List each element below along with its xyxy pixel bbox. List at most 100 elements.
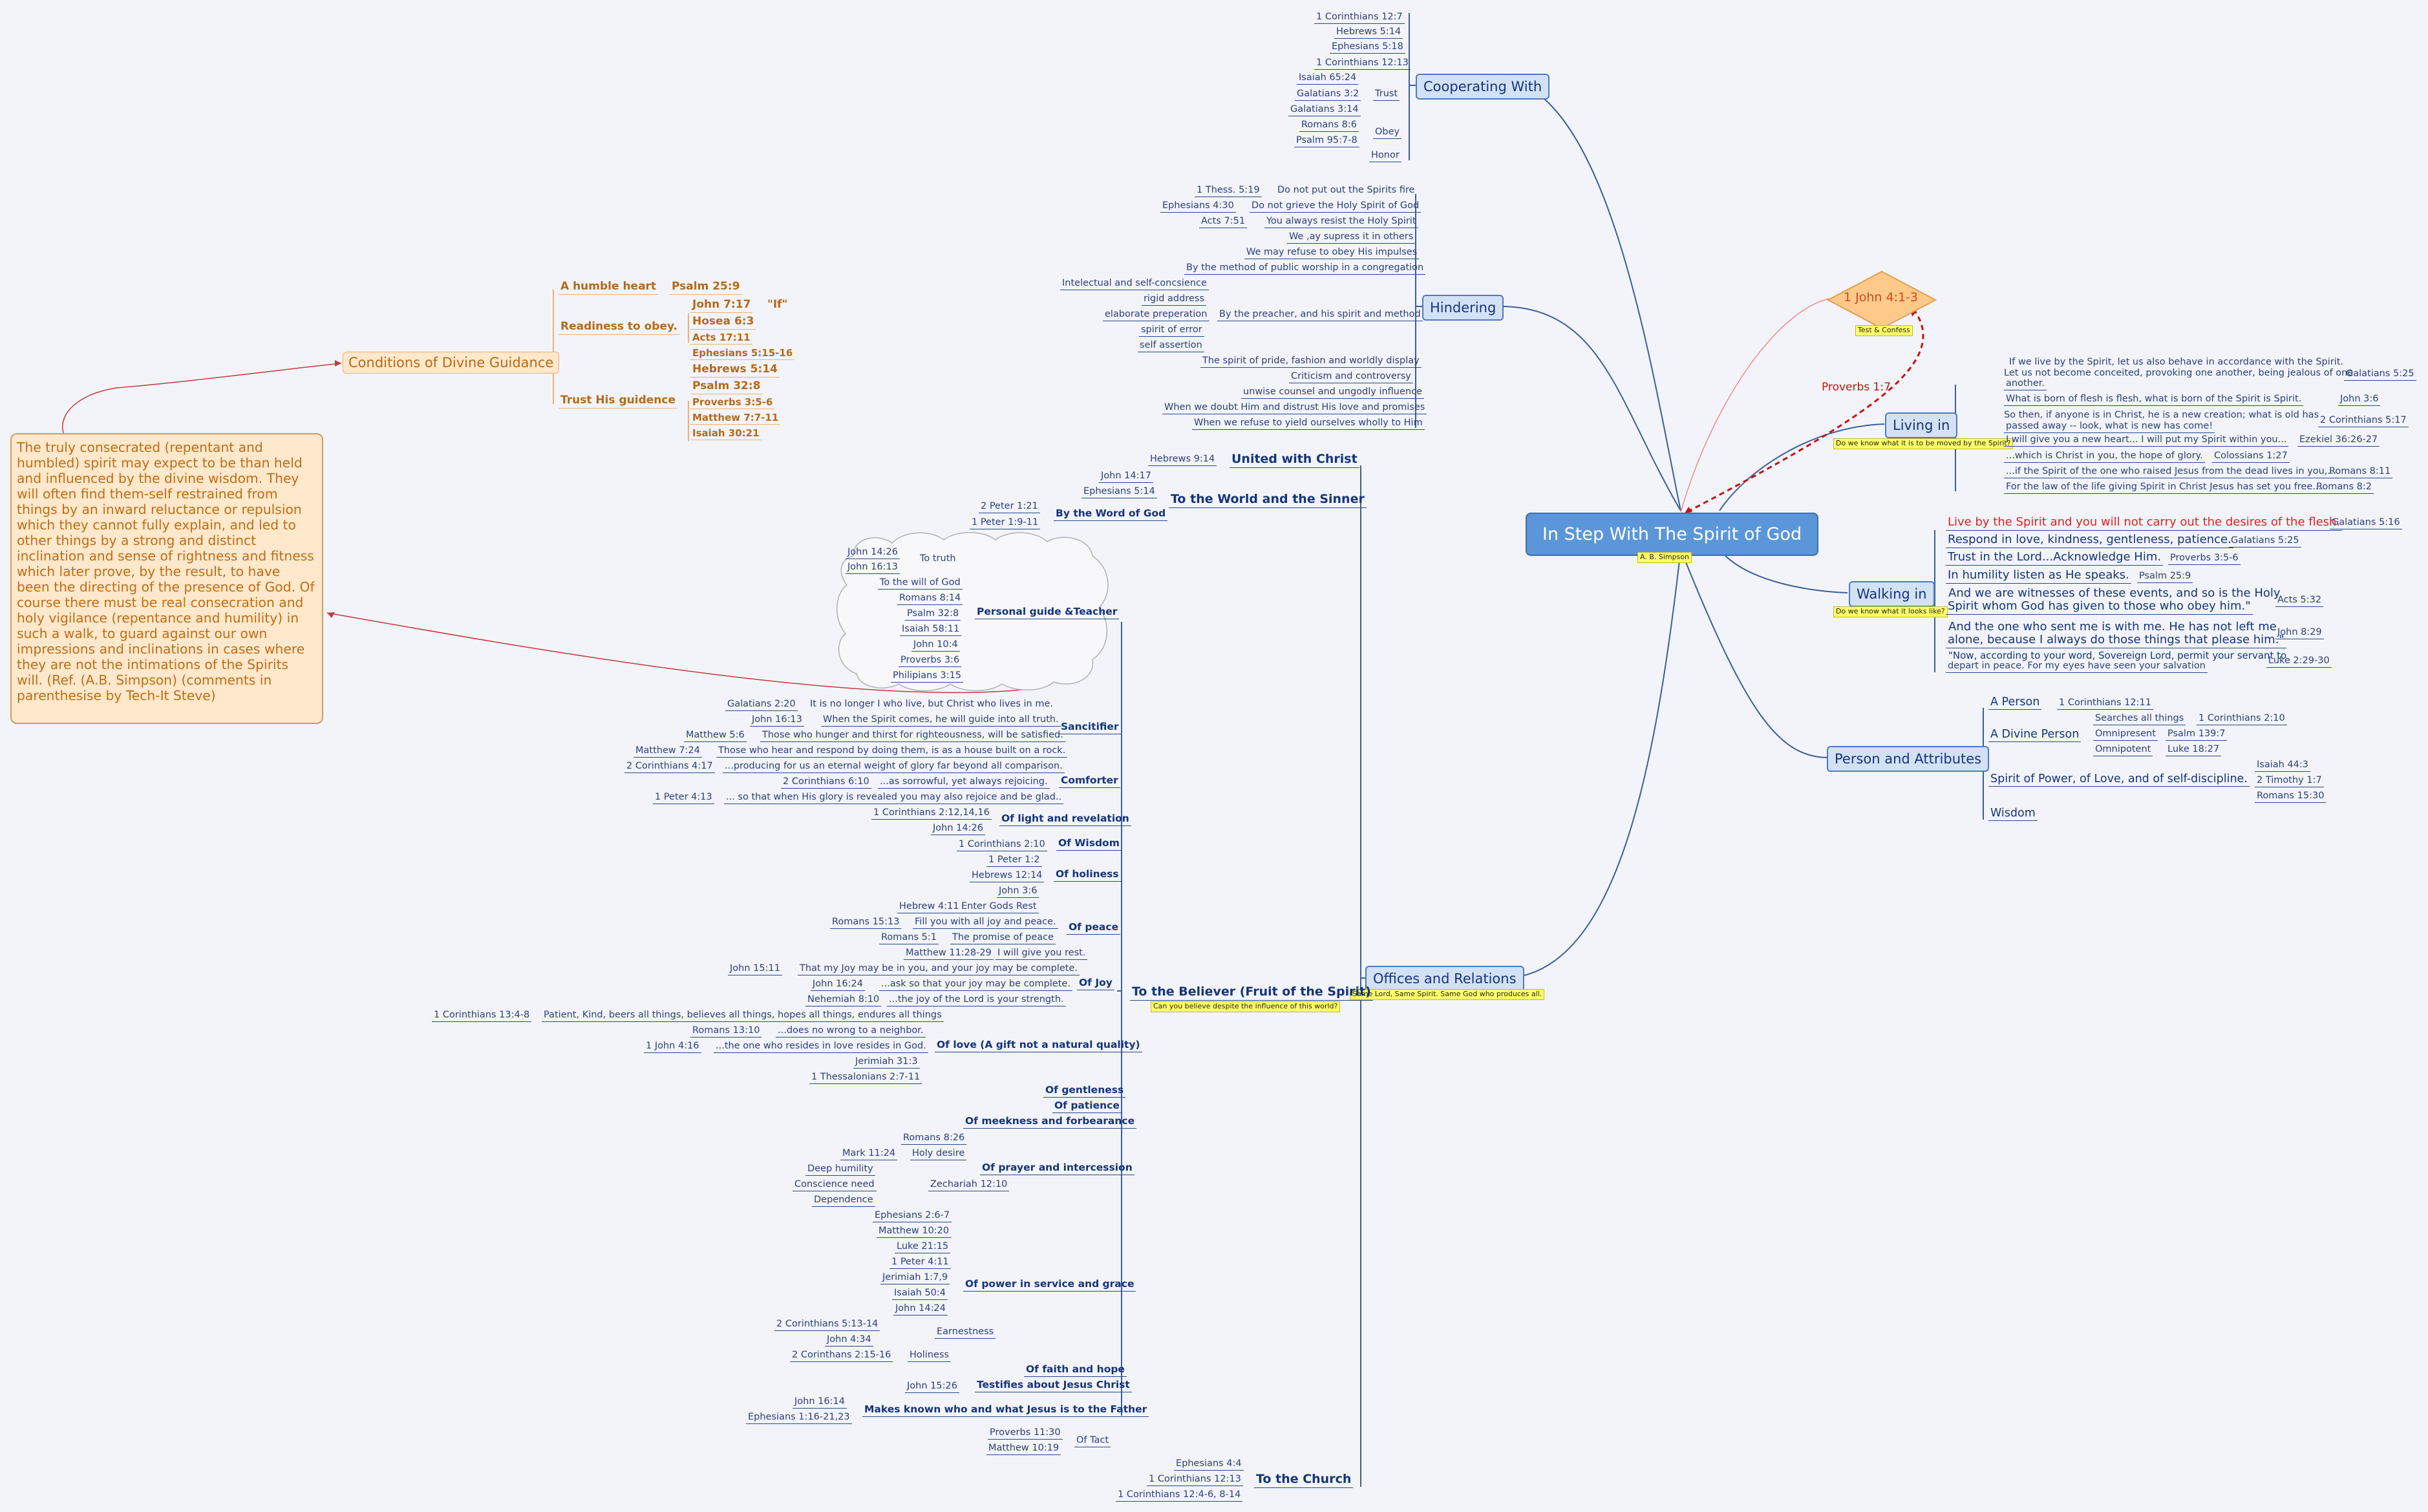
of-gentleness[interactable]: Of gentleness bbox=[1043, 1084, 1126, 1098]
comforter[interactable]: Comforter bbox=[1059, 774, 1120, 788]
ref: 1 Corinthians 2:12,14,16 bbox=[871, 807, 992, 820]
item: ...which is Christ in you, the hope of g… bbox=[2004, 451, 2205, 463]
item: So then, if anyone is in Christ, he is a… bbox=[2004, 410, 2319, 420]
ref: Luke 18:27 bbox=[2166, 744, 2222, 756]
of-power-service-grace[interactable]: Of power in service and grace bbox=[963, 1278, 1136, 1292]
item: Criticism and controversy bbox=[1289, 371, 1413, 383]
item: Searches all things bbox=[2093, 713, 2186, 725]
ref: 1 John 4:16 bbox=[644, 1041, 701, 1053]
item: ...ask so that your joy may be complete. bbox=[879, 979, 1072, 991]
to-world-and-sinner[interactable]: To the World and the Sinner bbox=[1169, 492, 1367, 508]
makes-known-jesus[interactable]: Makes known who and what Jesus is to the… bbox=[862, 1403, 1149, 1417]
ref: To the will of God bbox=[878, 577, 963, 590]
item: Let us not become conceited, provoking o… bbox=[2004, 368, 2354, 378]
ref: Hebrews 9:14 bbox=[1148, 454, 1217, 466]
ref: Isaiah 50:4 bbox=[892, 1288, 948, 1300]
item: When we refuse to yield ourselves wholly… bbox=[1192, 418, 1425, 430]
topic-walking-in[interactable]: Walking in bbox=[1849, 581, 1935, 608]
ref: Romans 8:26 bbox=[901, 1133, 967, 1145]
item: It is no longer I who live, but Christ w… bbox=[810, 699, 1053, 709]
of-patience[interactable]: Of patience bbox=[1052, 1100, 1122, 1113]
ref: Psalm 32:8 bbox=[690, 379, 763, 394]
ref: Isaiah 44:3 bbox=[2255, 760, 2310, 772]
ref: Galatians 5:25 bbox=[2344, 368, 2416, 381]
ref: Matthew 10:20 bbox=[877, 1226, 952, 1238]
consecration-note[interactable]: The truly consecrated (repentant and hum… bbox=[10, 433, 323, 724]
ref: Colossians 1:27 bbox=[2212, 451, 2290, 463]
of-meekness[interactable]: Of meekness and forbearance bbox=[963, 1115, 1137, 1129]
diamond-label: 1 John 4:1-3 bbox=[1844, 290, 1919, 304]
topic-person-attributes[interactable]: Person and Attributes bbox=[1827, 746, 1990, 772]
ref: John 16:13 bbox=[846, 562, 900, 574]
item: The spirit of pride, fashion and worldly… bbox=[1200, 356, 1422, 368]
ref: Romans 8:14 bbox=[897, 593, 963, 605]
of-faith-hope[interactable]: Of faith and hope bbox=[1024, 1363, 1127, 1377]
topic-living-in[interactable]: Living in bbox=[1885, 412, 1958, 439]
honor-label: Honor bbox=[1369, 150, 1401, 162]
to-the-church[interactable]: To the Church bbox=[1254, 1472, 1354, 1488]
if-label: "If" bbox=[767, 298, 788, 311]
item: Omnipotent bbox=[2093, 744, 2153, 756]
item: You always resist the Holy Spirit bbox=[1264, 216, 1418, 228]
testifies-about-jesus[interactable]: Testifies about Jesus Christ bbox=[975, 1379, 1132, 1392]
united-with-christ[interactable]: United with Christ bbox=[1230, 452, 1359, 468]
item: passed away -- look, what is new has com… bbox=[2004, 421, 2215, 433]
item: I will give you a new heart... I will pu… bbox=[2004, 434, 2289, 447]
topic-divine-guidance[interactable]: Conditions of Divine Guidance bbox=[343, 352, 560, 374]
ref: Matthew 11:28-29 bbox=[904, 948, 994, 960]
ref: Romans 15:13 bbox=[830, 917, 902, 929]
root-topic[interactable]: In Step With The Spirit of God bbox=[1526, 513, 1819, 557]
ref: 1 Corinthians 2:10 bbox=[2197, 713, 2287, 725]
of-prayer-intercession[interactable]: Of prayer and intercession bbox=[980, 1162, 1134, 1175]
ref: Luke 21:15 bbox=[895, 1241, 951, 1253]
item: ...as sorrowful, yet always rejoicing. bbox=[878, 776, 1050, 789]
ref: Psalm 95:7-8 bbox=[1294, 135, 1359, 147]
ref: Matthew 10:19 bbox=[986, 1443, 1061, 1455]
item: And the one who sent me is with me. He h… bbox=[1948, 620, 2277, 634]
item: Spirit whom God has given to those who o… bbox=[1946, 599, 2253, 615]
of-joy[interactable]: Of Joy bbox=[1077, 977, 1114, 990]
topic-hindering[interactable]: Hindering bbox=[1422, 295, 1504, 321]
ref: Matthew 5:6 bbox=[684, 730, 747, 742]
item: Enter Gods Rest bbox=[959, 901, 1039, 913]
of-holiness[interactable]: Of holiness bbox=[1054, 868, 1121, 882]
of-light-revelation[interactable]: Of light and revelation bbox=[999, 813, 1131, 826]
root-note: A. B. Simpson bbox=[1637, 552, 1692, 563]
ref: John 16:14 bbox=[793, 1396, 847, 1409]
item: unwise counsel and ungodly influence bbox=[1241, 387, 1425, 399]
ref: Romans 15:30 bbox=[2255, 791, 2327, 803]
personal-guide-teacher[interactable]: Personal guide &Teacher bbox=[975, 606, 1120, 619]
item: And we are witnesses of these events, an… bbox=[1948, 586, 2281, 600]
topic-cooperating[interactable]: Cooperating With bbox=[1416, 74, 1550, 100]
item: When the Spirit comes, he will guide int… bbox=[821, 714, 1061, 727]
sanctifier[interactable]: Sancitifier bbox=[1059, 721, 1121, 734]
believer-note: Can you believe despite the influence of… bbox=[1151, 1001, 1341, 1012]
ref: John 16:13 bbox=[750, 714, 804, 727]
ref: John 3:6 bbox=[997, 886, 1039, 898]
to-the-believer[interactable]: To the Believer (Fruit of the Spirit) bbox=[1130, 985, 1373, 1001]
walking-note: Do we know what it looks like? bbox=[1833, 606, 1948, 617]
by-word-of-god[interactable]: By the Word of God bbox=[1054, 507, 1168, 521]
of-tact[interactable]: Of Tact bbox=[1074, 1435, 1111, 1447]
ref: Galatians 3:2 bbox=[1295, 89, 1361, 101]
of-love[interactable]: Of love (A gift not a natural quality) bbox=[935, 1039, 1142, 1052]
ref: Ephesians 5:18 bbox=[1330, 41, 1405, 54]
ref: Romans 13:10 bbox=[690, 1025, 762, 1038]
ref: 1 Peter 4:13 bbox=[653, 792, 714, 804]
item: We may refuse to obey His impulses bbox=[1244, 247, 1420, 259]
ref: Galatians 2:20 bbox=[725, 699, 798, 711]
ref: 1 Peter 1:9-11 bbox=[970, 517, 1041, 529]
of-peace[interactable]: Of peace bbox=[1067, 921, 1121, 935]
item: Wisdom bbox=[1988, 807, 2038, 822]
ref: John 3:6 bbox=[2338, 394, 2381, 406]
topic-offices-relations[interactable]: Offices and Relations bbox=[1365, 966, 1524, 992]
item: Holy desire bbox=[910, 1148, 967, 1160]
item: elaborate preperation bbox=[1103, 309, 1209, 321]
ref: 1 Corinthians 12:13 bbox=[1147, 1474, 1243, 1486]
of-wisdom[interactable]: Of Wisdom bbox=[1056, 837, 1122, 851]
ref: Romans 8:2 bbox=[2314, 482, 2374, 494]
item: When we doubt Him and distrust His love … bbox=[1162, 402, 1427, 414]
ref: Psalm 32:8 bbox=[905, 608, 961, 621]
ref: John 8:29 bbox=[2275, 627, 2324, 639]
item: Spirit of Power, of Love, and of self-di… bbox=[1988, 772, 2250, 787]
